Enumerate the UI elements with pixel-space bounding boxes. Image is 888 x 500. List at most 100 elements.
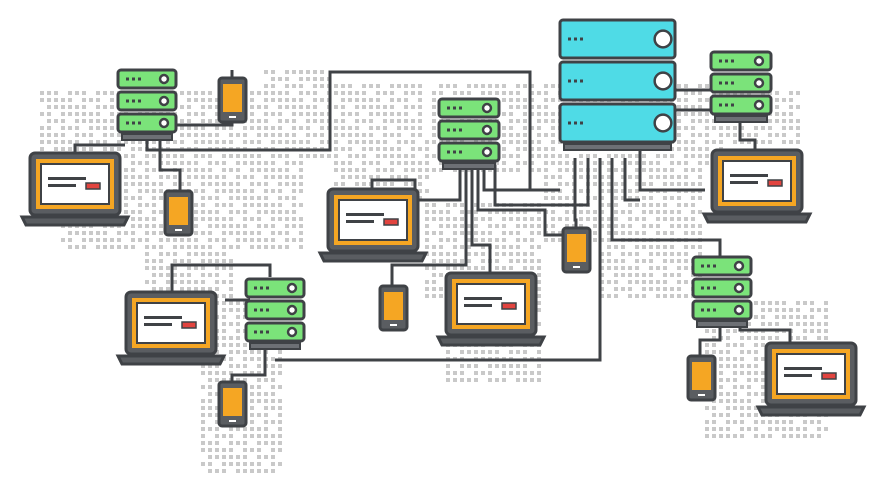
map-dot bbox=[719, 126, 723, 130]
map-dot bbox=[194, 175, 198, 179]
map-dot bbox=[229, 217, 233, 221]
map-dot bbox=[376, 126, 380, 130]
map-dot bbox=[278, 371, 282, 375]
server-led bbox=[254, 330, 257, 334]
map-dot bbox=[432, 140, 436, 144]
map-dot bbox=[495, 91, 499, 95]
map-dot bbox=[740, 140, 744, 144]
map-dot bbox=[341, 161, 345, 165]
map-dot bbox=[264, 210, 268, 214]
map-dot bbox=[271, 175, 275, 179]
map-dot bbox=[509, 245, 513, 249]
map-dot bbox=[271, 168, 275, 172]
map-dot bbox=[264, 168, 268, 172]
map-dot bbox=[425, 147, 429, 151]
map-dot bbox=[299, 217, 303, 221]
map-dot bbox=[481, 259, 485, 263]
map-dot bbox=[649, 210, 653, 214]
server-led bbox=[701, 286, 704, 290]
map-dot bbox=[432, 287, 436, 291]
map-dot bbox=[684, 112, 688, 116]
map-dot bbox=[229, 266, 233, 270]
map-dot bbox=[397, 84, 401, 88]
map-dot bbox=[698, 105, 702, 109]
phone-screen bbox=[223, 388, 242, 416]
phone-button bbox=[229, 420, 236, 422]
map-dot bbox=[257, 168, 261, 172]
map-dot bbox=[208, 182, 212, 186]
map-dot bbox=[110, 126, 114, 130]
map-dot bbox=[530, 91, 534, 95]
map-dot bbox=[670, 154, 674, 158]
map-dot bbox=[236, 469, 240, 473]
map-dot bbox=[208, 378, 212, 382]
map-dot bbox=[194, 112, 198, 116]
map-dot bbox=[54, 98, 58, 102]
status-button bbox=[181, 321, 197, 329]
map-dot bbox=[250, 168, 254, 172]
map-dot bbox=[159, 196, 163, 200]
map-dot bbox=[145, 245, 149, 249]
map-dot bbox=[719, 371, 723, 375]
map-dot bbox=[222, 189, 226, 193]
server-unit bbox=[709, 94, 773, 116]
map-dot bbox=[278, 434, 282, 438]
map-dot bbox=[194, 161, 198, 165]
map-dot bbox=[460, 245, 464, 249]
map-dot bbox=[719, 133, 723, 137]
map-dot bbox=[201, 266, 205, 270]
map-dot bbox=[285, 91, 289, 95]
map-dot bbox=[194, 287, 198, 291]
map-dot bbox=[250, 245, 254, 249]
map-dot bbox=[726, 336, 730, 340]
map-dot bbox=[432, 259, 436, 263]
map-dot bbox=[390, 161, 394, 165]
map-dot bbox=[215, 350, 219, 354]
map-dot bbox=[425, 287, 429, 291]
map-dot bbox=[551, 126, 555, 130]
map-dot bbox=[138, 189, 142, 193]
map-dot bbox=[257, 385, 261, 389]
map-dot bbox=[733, 364, 737, 368]
map-dot bbox=[341, 175, 345, 179]
map-dot bbox=[817, 434, 821, 438]
map-dot bbox=[236, 189, 240, 193]
map-dot bbox=[635, 273, 639, 277]
map-dot bbox=[775, 112, 779, 116]
map-dot bbox=[348, 140, 352, 144]
map-dot bbox=[803, 322, 807, 326]
map-dot bbox=[390, 147, 394, 151]
map-dot bbox=[383, 133, 387, 137]
map-dot bbox=[817, 420, 821, 424]
map-dot bbox=[250, 434, 254, 438]
map-dot bbox=[82, 91, 86, 95]
map-dot bbox=[635, 294, 639, 298]
map-dot bbox=[740, 427, 744, 431]
map-dot bbox=[544, 84, 548, 88]
map-dot bbox=[719, 413, 723, 417]
server-led bbox=[254, 286, 257, 290]
map-dot bbox=[684, 182, 688, 186]
map-dot bbox=[138, 224, 142, 228]
map-dot bbox=[460, 259, 464, 263]
map-dot bbox=[432, 119, 436, 123]
map-dot bbox=[635, 196, 639, 200]
server-base bbox=[249, 342, 301, 350]
map-dot bbox=[236, 168, 240, 172]
map-dot bbox=[698, 168, 702, 172]
map-dot bbox=[747, 399, 751, 403]
map-dot bbox=[579, 161, 583, 165]
map-dot bbox=[257, 350, 261, 354]
map-dot bbox=[222, 280, 226, 284]
map-dot bbox=[698, 112, 702, 116]
network-cable bbox=[738, 110, 757, 155]
map-dot bbox=[474, 217, 478, 221]
map-dot bbox=[705, 406, 709, 410]
map-dot bbox=[551, 238, 555, 242]
map-dot bbox=[341, 126, 345, 130]
map-dot bbox=[278, 406, 282, 410]
map-dot bbox=[488, 91, 492, 95]
map-dot bbox=[320, 98, 324, 102]
map-dot bbox=[677, 273, 681, 277]
map-dot bbox=[502, 154, 506, 158]
